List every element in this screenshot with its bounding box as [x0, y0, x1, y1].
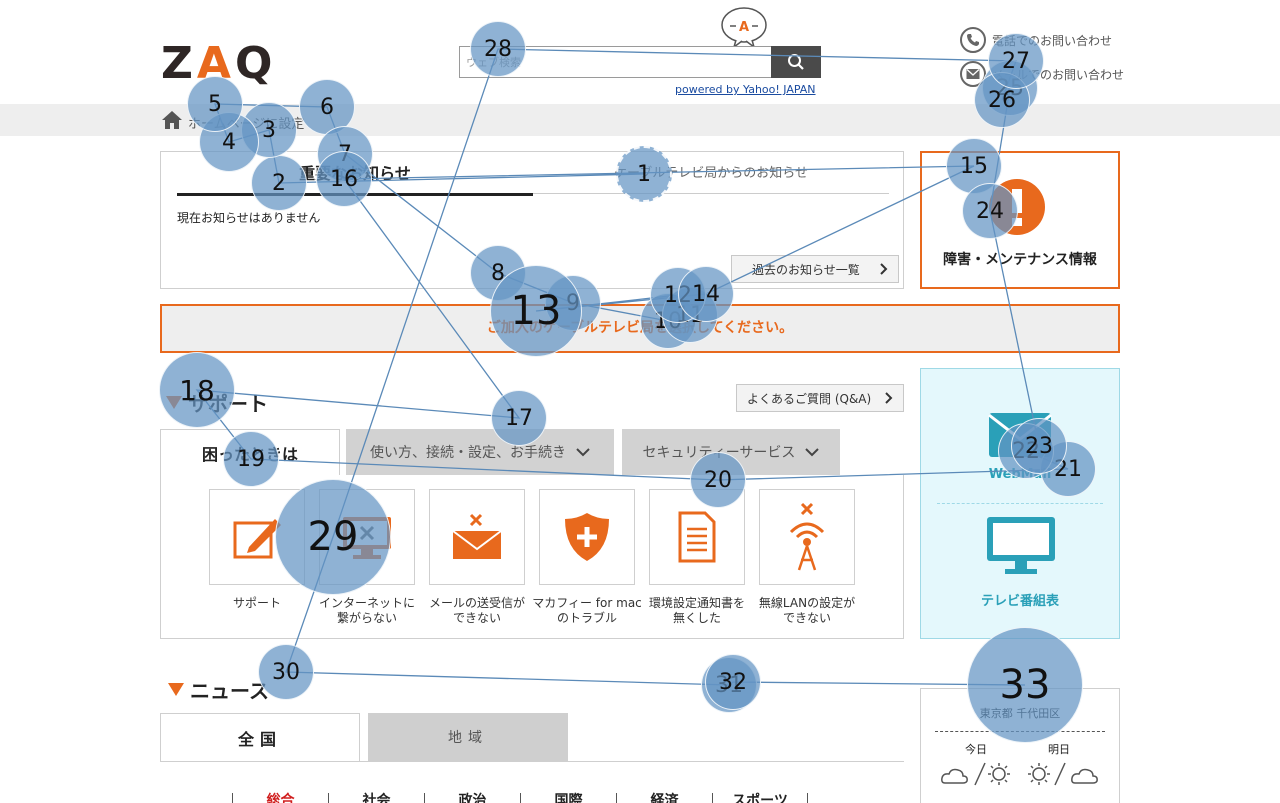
no-notice-text: 現在お知らせはありません: [177, 211, 321, 225]
search-button[interactable]: [771, 46, 821, 78]
weather-location: 東京都 千代田区: [979, 707, 1061, 720]
logo-letter-q: Q: [234, 38, 277, 89]
chevron-down-icon: [805, 447, 820, 456]
sunny-then-cloudy-icon: [1028, 762, 1098, 786]
contact-phone-link[interactable]: 電話でのお問い合わせ: [960, 27, 1112, 53]
tab-troubleshooting[interactable]: 困ったときは: [160, 429, 340, 476]
tab-security-service-label: セキュリティーサービス: [642, 445, 796, 461]
maintenance-info-link[interactable]: 障害・メンテナンス情報: [920, 151, 1120, 289]
tile-wifi-label: 無線LANの設定ができない: [758, 596, 856, 625]
cable-station-select-button[interactable]: ご加入のケーブルテレビ局を選択してください。: [160, 304, 1120, 353]
tab-troubleshooting-label: 困ったときは: [201, 445, 298, 464]
logo-letter-a: A: [196, 38, 235, 89]
mascot-letter: A: [739, 20, 749, 35]
tile-support-label: サポート: [232, 596, 281, 610]
support-heading: サポート: [166, 388, 268, 417]
triangle-down-icon: [166, 396, 182, 409]
pencil-support-icon: [233, 519, 281, 559]
weather-divider: [935, 731, 1105, 732]
logo-letter-z: Z: [161, 38, 197, 89]
category-politics[interactable]: 政治: [424, 793, 520, 803]
maintenance-label: 障害・メンテナンス情報: [943, 252, 1097, 268]
news-heading: ニュース: [168, 675, 269, 704]
mail-x-icon: [452, 513, 502, 559]
shield-plus-icon: [565, 513, 609, 561]
phone-icon: [960, 27, 986, 53]
set-homepage-link[interactable]: ホームページに設定: [188, 117, 305, 132]
past-notices-button[interactable]: 過去のお知らせ一覧: [731, 255, 899, 283]
tile-internet[interactable]: [319, 489, 415, 585]
webmail-link[interactable]: WebMail: [988, 467, 1052, 482]
side-panel: WebMail テレビ番組表: [920, 368, 1120, 639]
wifi-x-icon: [789, 502, 825, 571]
search-icon: [788, 54, 804, 70]
tab-important-notice[interactable]: 重要なお知らせ: [177, 162, 533, 196]
tab-cable-notice[interactable]: ケーブルテレビ局からのお知らせ: [533, 162, 889, 194]
category-economy[interactable]: 経済: [616, 793, 712, 803]
fixation-marker: 31: [701, 657, 757, 713]
tv-guide-link[interactable]: テレビ番組表: [980, 594, 1059, 609]
tile-mail[interactable]: [429, 489, 525, 585]
tile-document[interactable]: [649, 489, 745, 585]
chevron-right-icon: [885, 392, 893, 404]
news-categories: 総合 社会 政治 国際 経済 スポーツ: [232, 793, 808, 803]
news-title: ニュース: [190, 679, 269, 703]
document-icon: [678, 511, 716, 563]
mail-icon: [960, 61, 986, 87]
chevron-down-icon: [576, 447, 590, 456]
category-general[interactable]: 総合: [232, 793, 328, 803]
tile-mail-label: メールの送受信ができない: [428, 596, 525, 625]
monitor-x-icon: [343, 517, 391, 559]
weather-tomorrow-label: 明日: [1048, 743, 1070, 756]
weather-today-label: 今日: [965, 743, 987, 756]
tab-news-national[interactable]: 全国: [160, 713, 360, 762]
notice-panel: 重要なお知らせ ケーブルテレビ局からのお知らせ 現在お知らせはありません 過去の…: [160, 151, 904, 289]
search-form: [459, 46, 821, 78]
webmail-icon: [988, 413, 1052, 457]
category-sports[interactable]: スポーツ: [712, 793, 808, 803]
support-title: サポート: [188, 392, 268, 416]
tile-mcafee[interactable]: [539, 489, 635, 585]
home-icon[interactable]: [161, 109, 183, 131]
tab-usage-settings-label: 使い方、接続・設定、お手続き: [370, 445, 566, 461]
tv-guide-icon: [987, 517, 1055, 574]
chevron-right-icon: [880, 263, 888, 275]
zaq-logo[interactable]: Z A Q: [161, 42, 276, 86]
side-divider: [937, 503, 1103, 504]
weather-widget: 東京都 千代田区 今日 明日: [920, 688, 1120, 803]
contact-mail-label: メールでのお問い合わせ: [992, 67, 1125, 82]
past-notices-label: 過去のお知らせ一覧: [752, 262, 860, 277]
tile-support[interactable]: [209, 489, 305, 585]
mascot-icon: A: [721, 7, 767, 48]
tab-security-service[interactable]: セキュリティーサービス: [622, 429, 840, 475]
alert-icon: [989, 179, 1045, 235]
contact-phone-label: 電話でのお問い合わせ: [992, 33, 1113, 48]
category-international[interactable]: 国際: [520, 793, 616, 803]
tile-wifi[interactable]: [759, 489, 855, 585]
fixation-marker: 32: [705, 654, 761, 710]
faq-label: よくあるご質問 (Q&A): [747, 391, 872, 406]
tab-news-regional[interactable]: 地域: [368, 713, 568, 761]
contact-mail-link[interactable]: メールでのお問い合わせ: [960, 61, 1124, 87]
triangle-down-icon: [168, 683, 184, 696]
news-tab-divider: [160, 761, 904, 762]
cloudy-then-sunny-icon: [941, 762, 1010, 786]
tile-internet-label: インターネットに繋がらない: [318, 596, 415, 625]
category-society[interactable]: 社会: [328, 793, 424, 803]
tab-usage-settings[interactable]: 使い方、接続・設定、お手続き: [346, 429, 614, 475]
faq-button[interactable]: よくあるご質問 (Q&A): [736, 384, 904, 412]
powered-by-yahoo-link[interactable]: powered by Yahoo! JAPAN: [675, 83, 816, 96]
search-input[interactable]: [459, 46, 771, 78]
tile-document-label: 環境設定通知書を無くした: [648, 596, 745, 625]
